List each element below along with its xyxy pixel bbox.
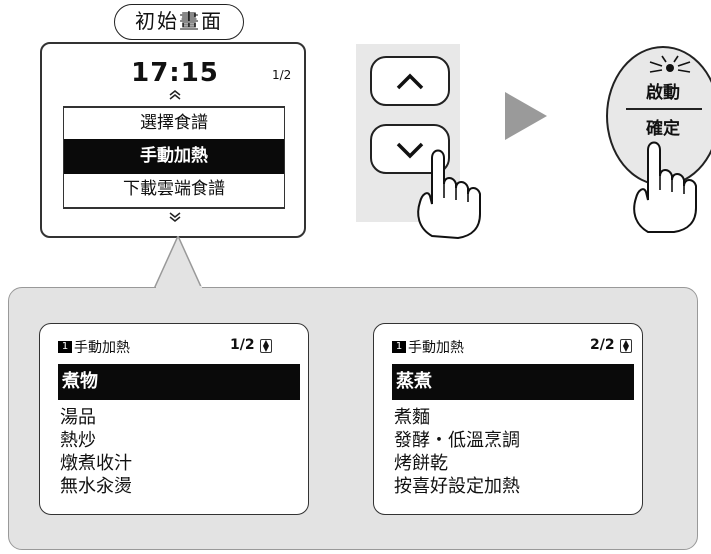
pressing-hand-icon — [417, 149, 481, 240]
sub-screen-page-1: 1 手動加熱 1/2 ▲▼ 煮物 湯品 熱炒 燉煮收汁 無水汆燙 — [39, 323, 309, 515]
main-display: 17:15 1/2 選擇食譜 手動加熱 下載雲端食譜 — [40, 42, 306, 238]
start-label: 啟動 — [646, 83, 680, 103]
menu-bottom-border — [63, 207, 285, 209]
chevron-up-icon — [396, 73, 424, 90]
list-item[interactable]: 烤餅乾 — [394, 453, 448, 474]
menu-item-manual-heating[interactable]: 手動加熱 — [63, 139, 285, 174]
button-divider — [626, 108, 702, 110]
chevron-down-icon — [396, 142, 424, 159]
list-item[interactable]: 熱炒 — [60, 430, 96, 451]
clock-time: 17:15 — [131, 58, 219, 88]
menu-item-download-cloud-recipe[interactable]: 下載雲端食譜 — [63, 172, 285, 207]
list-item[interactable]: 燉煮收汁 — [60, 453, 132, 474]
scroll-updown-icon: ▲▼ — [260, 339, 272, 353]
page-indicator: 1/2 — [272, 68, 292, 82]
manual-heating-callout-panel: 1 手動加熱 1/2 ▲▼ 煮物 湯品 熱炒 燉煮收汁 無水汆燙 1 手動加熱 … — [8, 286, 698, 550]
confirm-label: 確定 — [646, 119, 680, 139]
scroll-up-icon — [169, 90, 181, 100]
list-item[interactable]: 發酵・低溫烹調 — [394, 430, 520, 451]
sub-screen-page-2: 1 手動加熱 2/2 ▲▼ 蒸煮 煮麵 發酵・低溫烹調 烤餅乾 按喜好設定加熱 — [373, 323, 643, 515]
scroll-updown-icon: ▲▼ — [620, 339, 632, 353]
next-step-arrow-icon — [505, 92, 547, 140]
sub-screen-page: 1/2 — [230, 337, 255, 353]
selected-recipe[interactable]: 煮物 — [58, 364, 300, 400]
list-item[interactable]: 湯品 — [60, 407, 96, 428]
sub-screen-header: 手動加熱 — [408, 340, 464, 356]
list-item[interactable]: 按喜好設定加熱 — [394, 476, 520, 497]
menu-top-border — [63, 106, 285, 108]
pressing-hand-icon — [633, 141, 697, 233]
up-button[interactable] — [370, 56, 450, 106]
list-item[interactable]: 無水汆燙 — [60, 476, 132, 497]
menu-item-select-recipe[interactable]: 選擇食譜 — [63, 106, 285, 141]
list-item[interactable]: 煮麵 — [394, 407, 430, 428]
selected-recipe[interactable]: 蒸煮 — [392, 364, 634, 400]
sub-screen-badge: 1 — [58, 341, 72, 353]
sub-screen-page: 2/2 — [590, 337, 615, 353]
sub-screen-header: 手動加熱 — [74, 340, 130, 356]
screen-title: 初始畫面 — [114, 4, 244, 40]
callout-pointer — [152, 236, 204, 290]
scroll-down-icon — [169, 212, 181, 222]
light-burst-icon — [649, 55, 691, 73]
sub-screen-badge: 1 — [392, 341, 406, 353]
